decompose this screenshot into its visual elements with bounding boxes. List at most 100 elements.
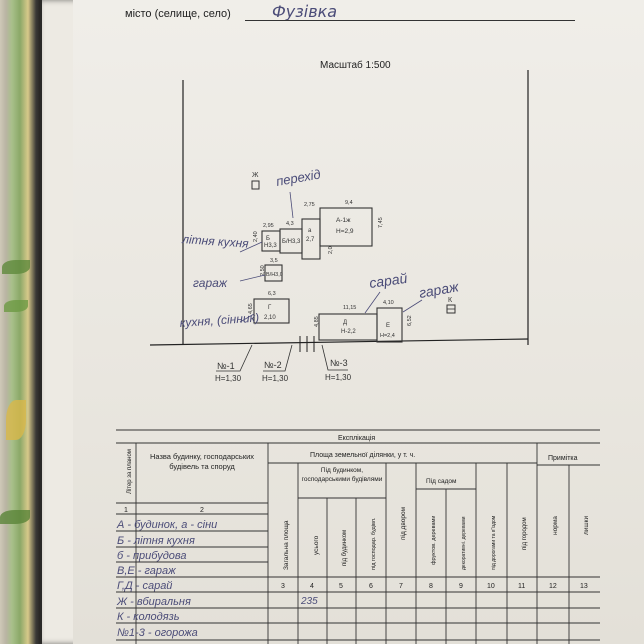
header-name: Назва будинку, господарських будівель та…: [149, 452, 255, 471]
building-g-height: 2,10: [264, 315, 276, 321]
building-d: [318, 313, 378, 341]
building-a-house-height: Н=2,9: [336, 228, 354, 235]
toilet-zh-label: Ж: [252, 172, 259, 179]
building-ve-label: В/Н3,0: [266, 272, 283, 278]
building-a-entry-height: 2,7: [306, 237, 315, 243]
note-pointer: [289, 191, 294, 219]
fence-3-pointer: [321, 344, 348, 371]
row-2: б - прибудова: [117, 550, 187, 562]
header-vegetable: під городом: [522, 517, 528, 550]
col-number: 9: [459, 583, 463, 590]
building-g-label: Г: [268, 305, 272, 311]
explication-table: [116, 429, 600, 644]
row-0: А - будинок, а - сіни: [116, 519, 217, 531]
leaf-decoration: [6, 400, 26, 440]
note-pointer: [402, 299, 423, 313]
col-number: 1: [124, 507, 128, 514]
area-value: 235: [300, 596, 318, 607]
header-total-all: усього: [313, 535, 320, 555]
building-a-entry-label: а: [308, 228, 312, 234]
building-b-height: Н3,3: [264, 243, 277, 249]
building-ve-width: 3,5: [270, 258, 278, 264]
scale-label: Масштаб 1:500: [320, 60, 391, 71]
building-ve: [264, 264, 283, 282]
header-garden: Під садом: [426, 477, 457, 485]
leaf-decoration: [4, 300, 28, 312]
col-number: 11: [518, 583, 525, 590]
fence-2-number: №-2: [264, 360, 282, 370]
fence-2-pointer: [263, 344, 293, 372]
note-pointer: [239, 241, 263, 253]
note-harazh-right: гараж: [418, 278, 461, 301]
header-under-outbuildings: під господар. будівл.: [371, 517, 377, 570]
city-label: місто (селище, село): [125, 8, 231, 20]
col-number: 6: [369, 583, 373, 590]
header-extra: лишки: [583, 516, 590, 535]
note-litnia-kukhnia: літня кухня: [181, 232, 250, 251]
note-harazh-left: гараж: [193, 276, 228, 290]
building-a-entry-depth: 2,0: [328, 246, 334, 254]
header-note: Примітка: [548, 454, 578, 462]
row-6: К - колодязь: [117, 611, 180, 623]
building-g-depth: 4,65: [248, 303, 254, 314]
background-tablecloth: [0, 0, 40, 644]
row-7: №1-3 - огорожа: [117, 627, 198, 639]
header-roads: під дорогами та в'їздом: [491, 515, 497, 570]
building-g: [253, 298, 290, 324]
building-b-width: 2,95: [263, 223, 274, 229]
note-pointer: [239, 313, 255, 323]
row-1: Б - літня кухня: [117, 535, 195, 547]
header-total: Загальна площа: [283, 520, 290, 570]
table-headers: Експлікація Площа земельної ділянки, у т…: [127, 434, 590, 570]
fence-1-height: Н=1,30: [215, 374, 242, 383]
fence-3-number: №-3: [330, 358, 348, 368]
col-number: 7: [399, 583, 403, 590]
building-e-label: Е: [386, 323, 390, 329]
header-under-build-box: Під будинком, господарськими будівлями: [301, 467, 383, 483]
header-decor-trees: декоративні. деревами: [461, 516, 467, 570]
building-d-label: Д: [343, 320, 347, 326]
leaf-decoration: [0, 510, 30, 524]
header-norm: норма: [552, 516, 559, 535]
column-numbers: 1 2 3 4 5 6 7 8 9 10 11 12 13: [124, 507, 588, 590]
building-ve-depth: 2,50: [260, 265, 266, 276]
building-a-house-depth: 7,45: [378, 217, 384, 228]
col-number: 12: [549, 583, 557, 590]
note-kukhnia-sinnyk: кухня, (сінник): [179, 310, 259, 330]
building-b-depth: 2,40: [253, 231, 259, 242]
building-b-label: Б: [266, 236, 270, 242]
building-e-height: Н=2,4: [380, 333, 395, 339]
note-pointer: [239, 274, 266, 282]
col-number: 2: [200, 507, 204, 514]
building-a-house: [319, 207, 373, 247]
col-number: 3: [281, 583, 285, 590]
header-yard: під двором: [399, 506, 407, 540]
col-number: 5: [339, 583, 343, 590]
row-4: Г,Д - сарай: [117, 580, 172, 592]
toilet-zh: [251, 180, 260, 190]
header-area: Площа земельної ділянки, у т. ч.: [310, 451, 415, 459]
document-sheet: [73, 0, 644, 644]
building-d-width: 11,15: [343, 305, 356, 311]
note-perekhid: перехід: [275, 166, 322, 189]
leaf-decoration: [2, 260, 30, 274]
building-a-house-width: 9,4: [345, 200, 353, 206]
col-number: 10: [487, 583, 495, 590]
fence-1-number: №-1: [217, 361, 235, 371]
building-v-width: 4,3: [286, 221, 294, 227]
header-letter: Літер за планом: [127, 449, 133, 494]
header-under-build: Під будинком, господарськими будівлями: [301, 467, 383, 483]
note-pointer: [364, 291, 381, 314]
building-d-depth: 4,85: [314, 316, 320, 327]
header-name-box: Назва будинку, господарських будівель та…: [149, 452, 255, 471]
fence-3-height: Н=1,30: [325, 373, 352, 382]
row-5: Ж - вбиральня: [116, 596, 191, 608]
fence-1-pointer: [216, 344, 253, 372]
building-d-height: Н-2,2: [341, 329, 356, 335]
col-number: 13: [580, 583, 588, 590]
building-e: [376, 307, 403, 343]
city-value: Фузівка: [272, 2, 338, 21]
building-a-entry-width: 2,75: [304, 202, 315, 208]
building-g-width: 6,3: [268, 291, 276, 297]
